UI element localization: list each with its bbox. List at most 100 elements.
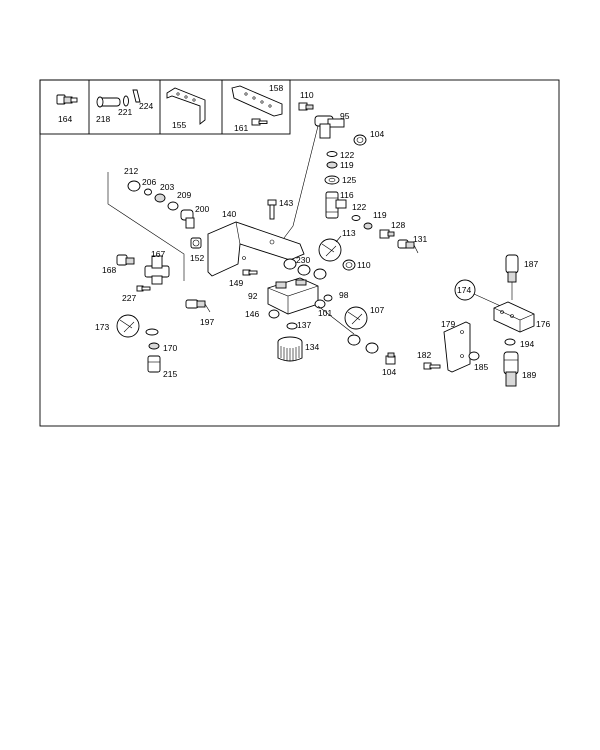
- part-128-fitting: [379, 229, 395, 239]
- label-119-right: 119: [373, 210, 387, 220]
- part-224-cotter-pin: [132, 89, 141, 103]
- part-110-fitting-lower: [342, 259, 356, 271]
- label-209: 209: [177, 190, 191, 200]
- label-95: 95: [340, 111, 350, 121]
- part-95-elbow: [314, 115, 345, 139]
- label-170: 170: [163, 343, 177, 353]
- part-203-nut: [154, 193, 166, 203]
- part-227-bolt: [136, 285, 151, 292]
- part-189-fitting: [503, 351, 519, 387]
- part-164-fitting: [56, 94, 78, 105]
- part-185-nut: [468, 351, 480, 361]
- label-215: 215: [163, 369, 177, 379]
- part-146-nut: [268, 309, 280, 319]
- part-101-ring: [314, 299, 326, 309]
- label-92: 92: [248, 291, 258, 301]
- part-131-sensor: [397, 239, 419, 254]
- label-203: 203: [160, 182, 174, 192]
- label-173: 173: [95, 322, 109, 332]
- label-116: 116: [340, 190, 354, 200]
- label-185: 185: [474, 362, 488, 372]
- label-128: 128: [391, 220, 405, 230]
- label-224: 224: [139, 101, 153, 111]
- label-134: 134: [305, 342, 319, 352]
- label-122-right: 122: [352, 202, 366, 212]
- part-158-plate: [231, 85, 283, 117]
- part-168-sensor: [116, 254, 135, 266]
- label-119-upper: 119: [340, 160, 354, 170]
- label-146: 146: [245, 309, 259, 319]
- part-104-cap-lower: [385, 352, 396, 365]
- label-227: 227: [122, 293, 136, 303]
- label-98: 98: [339, 290, 349, 300]
- label-206: 206: [142, 177, 156, 187]
- part-176-block: [493, 301, 535, 333]
- part-230-fitting: [283, 258, 327, 280]
- part-182-bolt: [423, 362, 441, 370]
- label-218: 218: [96, 114, 110, 124]
- part-113-tool-circle: [318, 238, 342, 262]
- label-194: 194: [520, 339, 534, 349]
- part-107-tool-circle: [344, 306, 368, 330]
- part-167-tee: [144, 255, 170, 285]
- part-119-ring: [326, 161, 338, 169]
- part-143-bolt: [267, 199, 277, 220]
- label-122-upper: 122: [340, 150, 354, 160]
- part-194-seal: [504, 338, 516, 346]
- label-189: 189: [522, 370, 536, 380]
- label-125: 125: [342, 175, 356, 185]
- part-149-bolt: [242, 269, 258, 276]
- part-134-silencer: [277, 336, 303, 362]
- part-125-nut: [324, 175, 340, 185]
- part-170-seal: [145, 328, 160, 350]
- label-230: 230: [296, 255, 310, 265]
- label-167: 167: [151, 249, 165, 259]
- label-161: 161: [234, 123, 248, 133]
- part-152-fitting: [190, 237, 202, 249]
- part-104-cap-top: [353, 134, 367, 146]
- label-158: 158: [269, 83, 283, 93]
- part-98-seal: [323, 294, 333, 302]
- label-149: 149: [229, 278, 243, 288]
- label-168: 168: [102, 265, 116, 275]
- part-197-sensor: [185, 299, 211, 313]
- part-209-seal: [167, 201, 179, 211]
- part-212-washer: [127, 180, 141, 192]
- label-179: 179: [441, 319, 455, 329]
- label-110-lower: 110: [357, 260, 371, 270]
- label-104-lower: 104: [382, 367, 396, 377]
- part-221-washer: [123, 95, 129, 107]
- part-140-bracket: [207, 221, 305, 277]
- part-122-seal: [326, 151, 338, 157]
- label-197: 197: [200, 317, 214, 327]
- part-137-seal: [286, 322, 298, 330]
- label-113: 113: [342, 228, 356, 238]
- label-143: 143: [279, 198, 293, 208]
- label-200: 200: [195, 204, 209, 214]
- part-155-bracket: [166, 87, 206, 125]
- label-110-top: 110: [300, 90, 314, 100]
- part-206-ring: [144, 188, 152, 196]
- part-173-tool-circle: [116, 314, 140, 338]
- part-161-bolt: [251, 118, 268, 126]
- part-215-fitting: [147, 355, 161, 373]
- label-131: 131: [413, 234, 427, 244]
- part-179-bracket: [443, 321, 471, 373]
- label-212: 212: [124, 166, 138, 176]
- part-116-tee: [325, 191, 347, 219]
- label-221: 221: [118, 107, 132, 117]
- part-174-callout: [454, 279, 476, 301]
- part-110-fitting-top: [298, 102, 314, 111]
- diagram-frame: [39, 79, 560, 427]
- label-174: 174: [457, 285, 471, 295]
- label-155: 155: [172, 120, 186, 130]
- label-137: 137: [297, 320, 311, 330]
- label-152: 152: [190, 253, 204, 263]
- part-200-elbow: [180, 209, 195, 229]
- part-92-valve: [267, 277, 319, 315]
- part-187-valve: [505, 254, 519, 300]
- label-187: 187: [524, 259, 538, 269]
- label-104-top: 104: [370, 129, 384, 139]
- part-119-ring-right: [363, 222, 373, 230]
